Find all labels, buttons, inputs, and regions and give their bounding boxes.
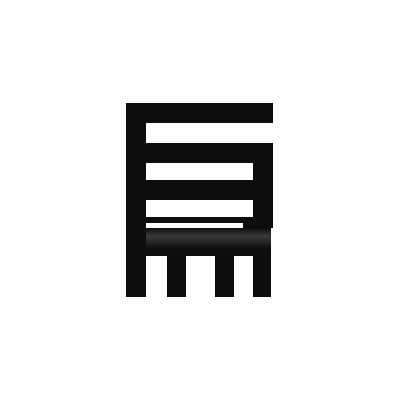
logo-lower-gap: [146, 200, 253, 217]
logo-lower-comb: [126, 228, 271, 297]
logo-inner-gap: [146, 163, 253, 180]
logo-right-mid-bar: [253, 143, 273, 228]
logo-lower-band: [146, 180, 253, 200]
logo-inner-band-top-fill: [146, 143, 273, 163]
logo-top-bar: [126, 103, 273, 123]
logo-left-spine: [126, 103, 146, 297]
logo-inner-band-top: [146, 123, 273, 143]
